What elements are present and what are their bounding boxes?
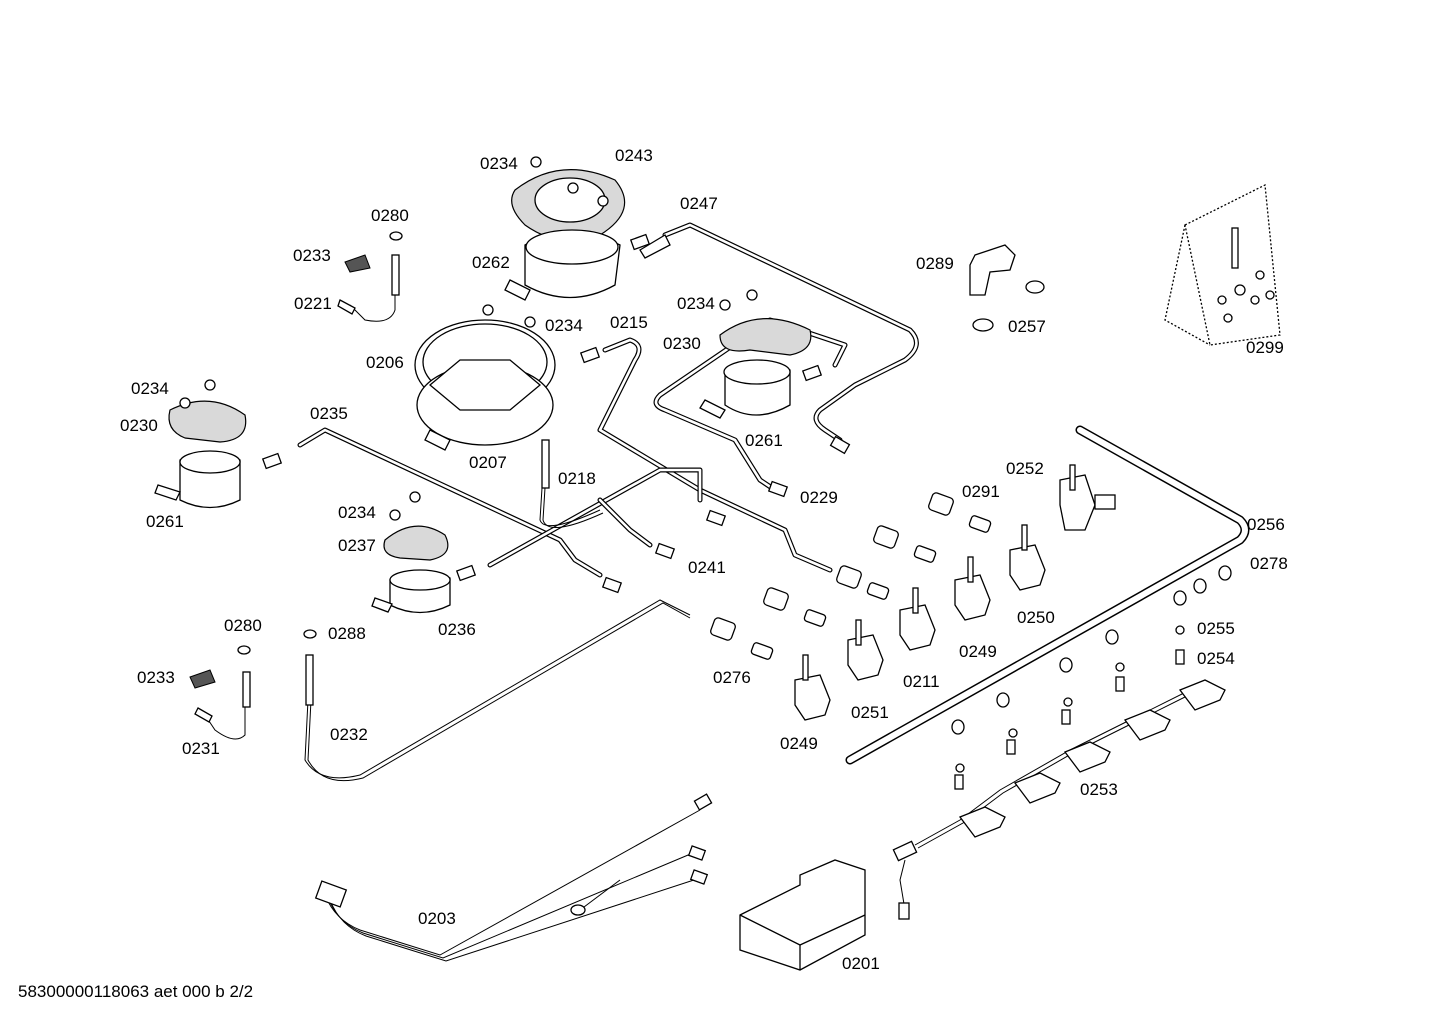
part-label: 0288: [328, 624, 366, 643]
part-label: 0233: [137, 668, 175, 687]
part-label: 0206: [366, 353, 404, 372]
part-label: 0231: [182, 739, 220, 758]
part-label: 0257: [1008, 317, 1046, 336]
part-label: 0236: [438, 620, 476, 639]
part-label: 0201: [842, 954, 880, 973]
part-label: 0253: [1080, 780, 1118, 799]
ignition-parts: [189, 231, 550, 723]
part-label: 0289: [916, 254, 954, 273]
part-label: 0243: [615, 146, 653, 165]
part-label: 0261: [745, 431, 783, 450]
part-label: 0218: [558, 469, 596, 488]
part-label: 0278: [1250, 554, 1288, 573]
part-label: 0255: [1197, 619, 1235, 638]
part-label: 0249: [959, 642, 997, 661]
part-label: 0234: [677, 294, 715, 313]
part-label: 0261: [146, 512, 184, 531]
wiring-harness: [314, 793, 713, 916]
part-label: 0234: [545, 316, 583, 335]
part-label: 0230: [663, 334, 701, 353]
burner-left: [154, 379, 247, 509]
part-label: 0215: [610, 313, 648, 332]
part-label: 0262: [472, 253, 510, 272]
ignition-switches: [892, 679, 1226, 920]
part-label: 0235: [310, 404, 348, 423]
part-label: 0237: [338, 536, 376, 555]
part-label: 0229: [800, 488, 838, 507]
part-label: 0234: [338, 503, 376, 522]
part-label: 0234: [480, 154, 518, 173]
gas-valves: [794, 464, 1116, 721]
rail-bushings: [951, 565, 1232, 790]
part-label: 0276: [713, 668, 751, 687]
elbow-fitting: [969, 244, 1045, 332]
part-label: 0280: [371, 206, 409, 225]
document-reference: 58300000118063 aet 000 b 2/2: [18, 982, 254, 1001]
parts-bag: [1164, 183, 1281, 346]
part-label: 0247: [680, 194, 718, 213]
part-label: 0234: [131, 379, 169, 398]
part-label: 0280: [224, 616, 262, 635]
part-label: 0254: [1197, 649, 1235, 668]
part-label: 0299: [1246, 338, 1284, 357]
part-label: 0207: [469, 453, 507, 472]
part-label: 0291: [962, 482, 1000, 501]
part-label: 0230: [120, 416, 158, 435]
part-label: 0256: [1247, 515, 1285, 534]
gas-tubes: [297, 222, 1250, 765]
part-label: 0221: [294, 294, 332, 313]
part-label: 0203: [418, 909, 456, 928]
part-label: 0211: [903, 672, 940, 691]
part-label: 0241: [688, 558, 726, 577]
part-label: 0232: [330, 725, 368, 744]
part-label: 0249: [780, 734, 818, 753]
spark-generator: [739, 859, 866, 971]
burner-large: [414, 304, 556, 451]
part-label: 0250: [1017, 608, 1055, 627]
part-label: 0233: [293, 246, 331, 265]
burner-top: [504, 156, 671, 301]
burner-right: [699, 289, 812, 419]
part-label: 0251: [851, 703, 889, 722]
bushings: [710, 492, 992, 660]
injectors: [261, 233, 851, 594]
part-label: 0252: [1006, 459, 1044, 478]
burner-small: [371, 491, 451, 614]
